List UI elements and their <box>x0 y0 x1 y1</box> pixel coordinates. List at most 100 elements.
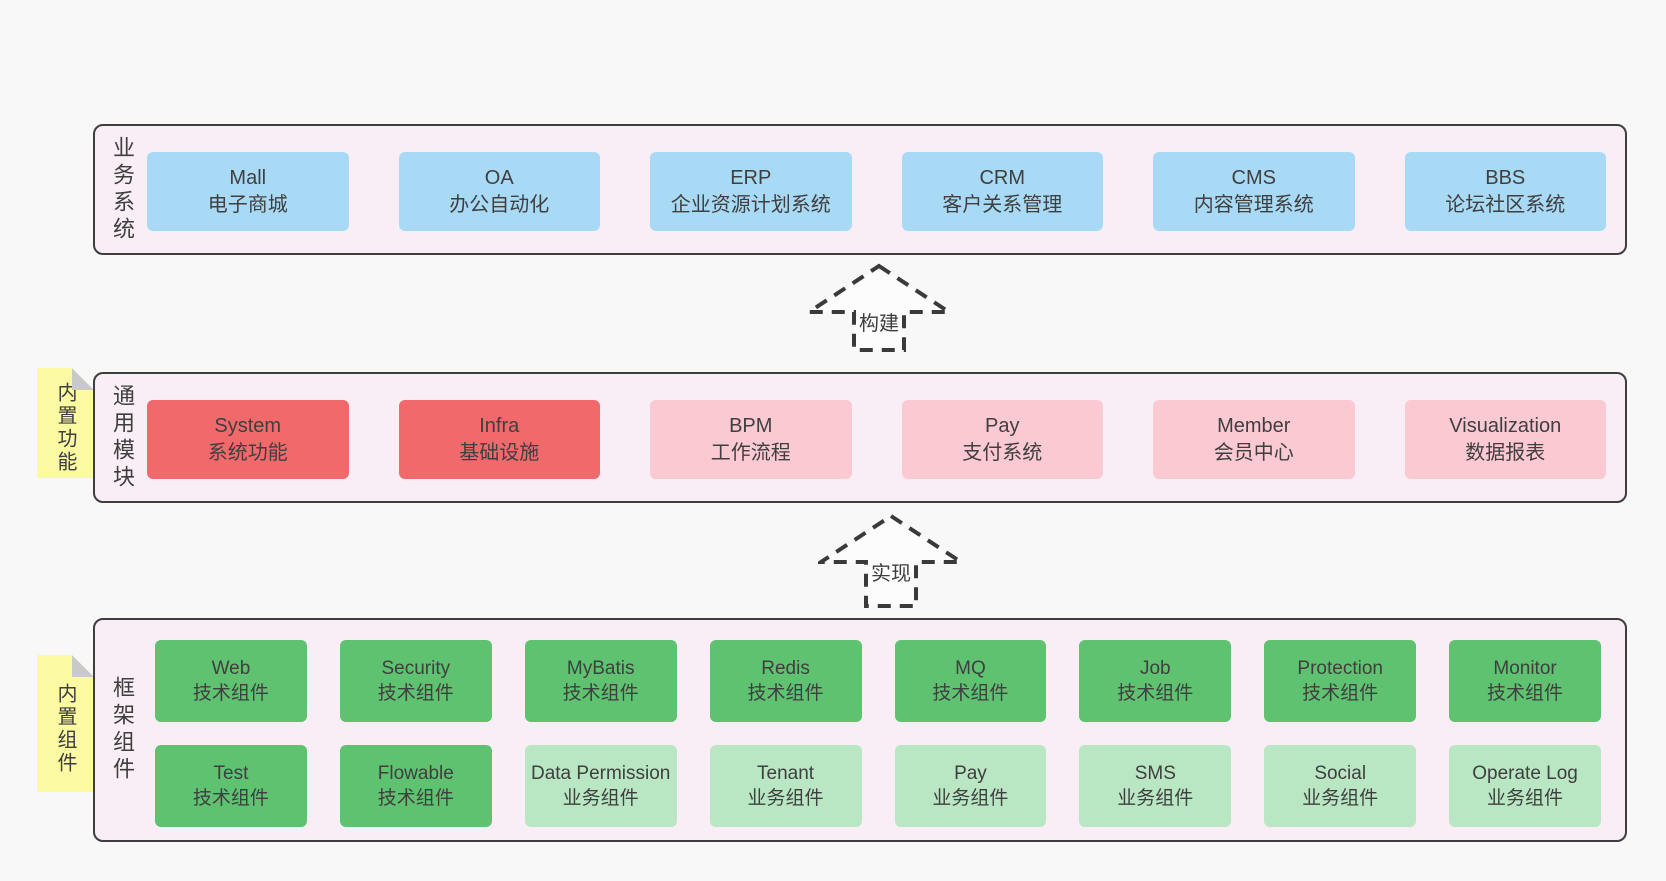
box-subtitle: 支付系统 <box>962 441 1043 464</box>
box-tenant: Tenant 业务组件 <box>709 745 862 827</box>
box-subtitle: 技术组件 <box>747 683 824 704</box>
box-redis: Redis 技术组件 <box>709 640 862 722</box>
framework-box-row-1: Web 技术组件 Security 技术组件 MyBatis 技术组件 Redi… <box>155 640 1601 722</box>
box-cms: CMS 内容管理系统 <box>1153 152 1355 231</box>
box-subtitle: 技术组件 <box>377 683 454 704</box>
box-subtitle: 数据报表 <box>1465 441 1546 464</box>
box-pay-business: Pay 业务组件 <box>894 745 1047 827</box>
band-label: 框架组件 <box>110 676 135 784</box>
box-title: Mall <box>229 166 267 189</box>
box-title: Monitor <box>1493 658 1557 679</box>
box-subtitle: 业务组件 <box>932 788 1009 809</box>
box-subtitle: 业务组件 <box>1117 788 1194 809</box>
arrow-label: 构建 <box>856 313 902 336</box>
box-subtitle: 企业资源计划系统 <box>670 193 831 216</box>
box-subtitle: 技术组件 <box>1487 683 1564 704</box>
business-box-row: Mall 电子商城 OA 办公自动化 ERP 企业资源计划系统 CRM 客户关系… <box>147 152 1606 231</box>
box-subtitle: 技术组件 <box>377 788 454 809</box>
sticky-tab-built-in-components: 内置组件 <box>37 655 94 792</box>
box-subtitle: 办公自动化 <box>449 193 550 216</box>
box-subtitle: 内容管理系统 <box>1193 193 1314 216</box>
box-title: MQ <box>955 658 986 679</box>
box-title: Social <box>1314 763 1367 784</box>
folded-corner-icon <box>72 368 94 390</box>
build-arrow: 构建 <box>806 263 952 353</box>
box-web: Web 技术组件 <box>155 640 307 722</box>
sticky-tab-label: 内置组件 <box>54 682 76 775</box>
box-system: System 系统功能 <box>147 400 349 479</box>
arrow-label: 实现 <box>868 563 914 586</box>
box-subtitle: 业务组件 <box>1302 788 1379 809</box>
box-subtitle: 论坛社区系统 <box>1445 193 1566 216</box>
band-label: 通用模块 <box>110 383 135 492</box>
box-protection: Protection 技术组件 <box>1264 640 1417 722</box>
box-title: Operate Log <box>1472 763 1578 784</box>
box-sms: SMS 业务组件 <box>1079 745 1232 827</box>
implement-arrow: 实现 <box>818 513 964 609</box>
box-title: Visualization <box>1449 414 1562 437</box>
box-oa: OA 办公自动化 <box>398 152 600 231</box>
box-title: ERP <box>730 166 772 189</box>
box-bbs: BBS 论坛社区系统 <box>1404 152 1606 231</box>
box-data-permission: Data Permission 业务组件 <box>524 745 677 827</box>
box-operate-log: Operate Log 业务组件 <box>1449 745 1601 827</box>
box-subtitle: 技术组件 <box>192 788 269 809</box>
arrow-up-outline-icon <box>818 513 964 608</box>
box-title: BBS <box>1485 166 1526 189</box>
box-title: Pay <box>985 414 1020 437</box>
box-title: MyBatis <box>566 658 635 679</box>
box-subtitle: 技术组件 <box>1117 683 1194 704</box>
box-subtitle: 业务组件 <box>1487 788 1564 809</box>
box-mq: MQ 技术组件 <box>894 640 1047 722</box>
box-subtitle: 工作流程 <box>710 441 791 464</box>
box-title: Data Permission <box>530 763 671 784</box>
box-title: CMS <box>1231 166 1276 189</box>
box-bpm: BPM 工作流程 <box>650 400 852 479</box>
box-subtitle: 业务组件 <box>562 788 639 809</box>
box-title: Tenant <box>757 763 815 784</box>
box-visualization: Visualization 数据报表 <box>1404 400 1606 479</box>
sticky-tab-built-in-features: 内置功能 <box>37 368 94 478</box>
box-title: Protection <box>1297 658 1383 679</box>
box-title: SMS <box>1134 763 1176 784</box>
box-crm: CRM 客户关系管理 <box>901 152 1103 231</box>
sticky-tab-label: 内置功能 <box>54 382 76 474</box>
box-title: Test <box>213 763 249 784</box>
box-subtitle: 技术组件 <box>1302 683 1379 704</box>
box-monitor: Monitor 技术组件 <box>1449 640 1601 722</box>
box-subtitle: 基础设施 <box>459 441 540 464</box>
box-subtitle: 技术组件 <box>932 683 1009 704</box>
arrow-up-outline-icon <box>806 263 952 352</box>
box-title: System <box>214 414 282 437</box>
box-title: BPM <box>729 414 773 437</box>
box-mall: Mall 电子商城 <box>147 152 349 231</box>
box-title: Member <box>1217 414 1291 437</box>
box-infra: Infra 基础设施 <box>398 400 600 479</box>
box-title: Infra <box>479 414 520 437</box>
folded-corner-icon <box>72 655 94 677</box>
box-title: Job <box>1139 658 1171 679</box>
box-flowable: Flowable 技术组件 <box>339 745 492 827</box>
box-security: Security 技术组件 <box>339 640 492 722</box>
box-title: OA <box>484 166 514 189</box>
box-subtitle: 业务组件 <box>747 788 824 809</box>
modules-box-row: System 系统功能 Infra 基础设施 BPM 工作流程 Pay 支付系统… <box>147 400 1606 479</box>
box-job: Job 技术组件 <box>1079 640 1232 722</box>
box-mybatis: MyBatis 技术组件 <box>524 640 677 722</box>
band-business-systems: 业务系统 Mall 电子商城 OA 办公自动化 ERP 企业资源计划系统 CRM… <box>93 124 1627 255</box>
box-social: Social 业务组件 <box>1264 745 1417 827</box>
box-title: Redis <box>761 658 810 679</box>
box-pay: Pay 支付系统 <box>901 400 1103 479</box>
box-title: Flowable <box>377 763 454 784</box>
box-subtitle: 系统功能 <box>207 441 288 464</box>
box-title: Pay <box>954 763 987 784</box>
box-subtitle: 技术组件 <box>562 683 639 704</box>
box-erp: ERP 企业资源计划系统 <box>650 152 852 231</box>
band-label: 业务系统 <box>110 135 135 244</box>
box-test: Test 技术组件 <box>155 745 307 827</box>
box-subtitle: 会员中心 <box>1213 441 1294 464</box>
box-subtitle: 客户关系管理 <box>942 193 1063 216</box>
band-framework-components: 框架组件 Web 技术组件 Security 技术组件 MyBatis 技术组件… <box>93 618 1627 842</box>
box-member: Member 会员中心 <box>1153 400 1355 479</box>
